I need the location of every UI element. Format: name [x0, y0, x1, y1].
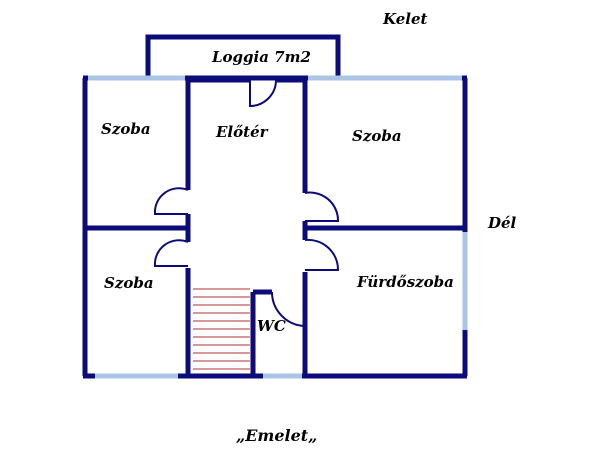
stairs [193, 288, 250, 370]
windows [88, 75, 468, 379]
room-label-north-west: Szoba [101, 120, 151, 138]
room-label-south-west: Szoba [104, 274, 154, 292]
compass-east-label: Kelet [382, 10, 427, 28]
interior-walls [85, 77, 465, 376]
room-label-loggia: Loggia 7m2 [211, 48, 311, 66]
doors [153, 79, 340, 327]
room-label-hall: Előtér [215, 123, 269, 141]
room-label-north-east: Szoba [352, 127, 402, 145]
loggia [145, 34, 341, 76]
room-label-wc: WC [257, 317, 286, 335]
floor-title: „Emelet„ [236, 426, 317, 445]
compass-south-label: Dél [487, 214, 517, 232]
room-label-bathroom: Fürdőszoba [356, 273, 454, 291]
